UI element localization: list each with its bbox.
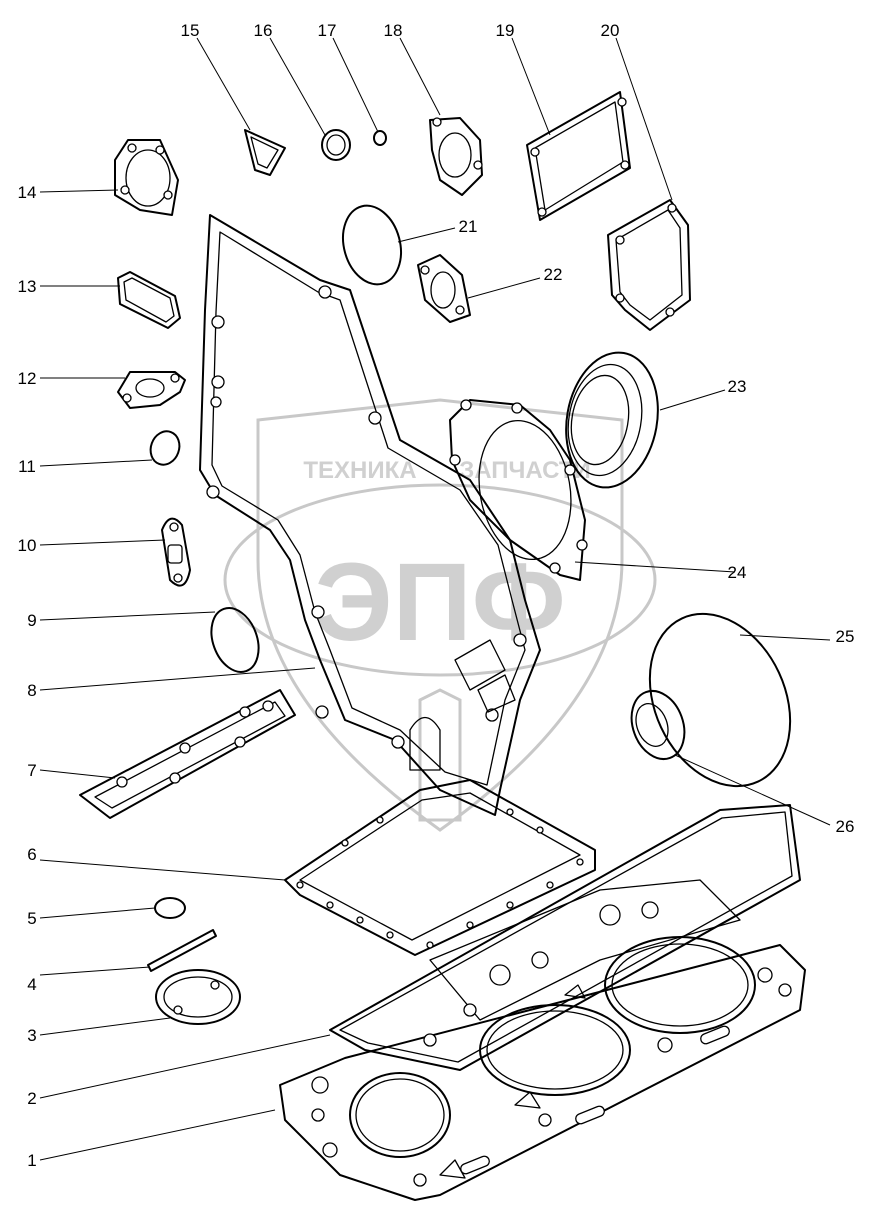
part-13-rect-gasket — [117, 271, 181, 329]
part-11-o-ring — [149, 430, 181, 466]
part-16-seal-ring — [321, 129, 351, 161]
part-15-triangle-gasket — [244, 129, 286, 176]
part-10-flange-gasket — [161, 517, 191, 587]
part-24-front-cover-gasket — [449, 399, 588, 581]
callout-17: 17 — [318, 21, 337, 40]
callout-6: 6 — [27, 845, 36, 864]
part-2-rocker-cover-gasket — [329, 804, 801, 1071]
part-6-oil-pan-gasket — [284, 779, 596, 956]
callout-21: 21 — [459, 217, 478, 236]
part-7-side-cover-gasket — [79, 689, 296, 819]
part-20-cover-gasket — [607, 199, 691, 331]
part-19-rect-gasket — [526, 91, 631, 221]
part-14-flange-gasket — [114, 139, 179, 216]
callout-26: 26 — [836, 817, 855, 836]
callout-3: 3 — [27, 1026, 36, 1045]
watermark-line1: ТЕХНИКА — [303, 457, 416, 484]
callout-14: 14 — [18, 183, 37, 202]
callout-13: 13 — [18, 277, 37, 296]
part-26-small-seal — [630, 690, 686, 760]
part-8-timing-cover-gasket — [199, 214, 541, 816]
callout-numbers: 1 2 3 4 5 6 7 8 9 10 11 12 13 14 15 16 1… — [18, 21, 855, 1170]
part-18-flange-gasket — [429, 117, 483, 196]
callout-7: 7 — [27, 761, 36, 780]
part-9-o-ring — [210, 607, 260, 673]
part-4-strip-seal — [147, 929, 217, 972]
callout-2: 2 — [27, 1089, 36, 1108]
part-1-head-gasket — [279, 936, 806, 1201]
callout-15: 15 — [181, 21, 200, 40]
part-22-flange-gasket — [417, 254, 471, 323]
callout-12: 12 — [18, 369, 37, 388]
callout-19: 19 — [496, 21, 515, 40]
callout-16: 16 — [254, 21, 273, 40]
callout-24: 24 — [728, 563, 747, 582]
part-5-o-ring — [154, 897, 186, 919]
callout-10: 10 — [18, 536, 37, 555]
callout-1: 1 — [27, 1151, 36, 1170]
part-3-flange-gasket — [155, 969, 241, 1025]
callout-18: 18 — [384, 21, 403, 40]
part-17-small-ring — [373, 130, 387, 146]
callout-22: 22 — [544, 265, 563, 284]
part-21-o-ring — [342, 204, 402, 286]
callout-8: 8 — [27, 681, 36, 700]
callout-23: 23 — [728, 377, 747, 396]
callout-5: 5 — [27, 909, 36, 928]
callout-11: 11 — [18, 457, 36, 476]
callout-9: 9 — [27, 611, 36, 630]
callout-4: 4 — [27, 975, 36, 994]
part-12-flange-gasket — [117, 371, 186, 409]
callout-25: 25 — [836, 627, 855, 646]
part-25-large-o-ring — [648, 612, 792, 788]
leader-lines — [39, 37, 831, 1161]
part-23-crankshaft-seal — [565, 351, 659, 489]
callout-20: 20 — [601, 21, 620, 40]
